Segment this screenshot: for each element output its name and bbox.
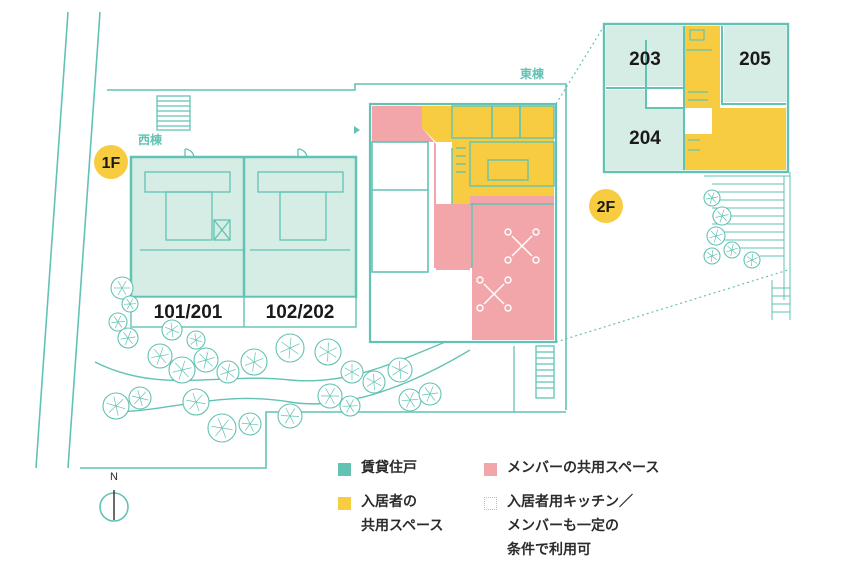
tree [314, 338, 342, 366]
site-boundary [35, 11, 567, 469]
tree [340, 360, 364, 384]
legend-item-resident-common: 入居者の 共用スペース [338, 494, 443, 538]
tree [207, 413, 237, 443]
floor-badge-2f: 2F [589, 189, 623, 223]
floor-badge-2f-text: 2F [597, 199, 616, 216]
legend-swatch-teal [338, 463, 351, 476]
floor-badge-1f: 1F [94, 145, 128, 179]
tree [147, 343, 173, 369]
west-wing [129, 148, 358, 328]
tree [238, 412, 262, 436]
legend-swatch-pink [484, 463, 497, 476]
tree [317, 383, 343, 409]
north-label: N [110, 471, 118, 483]
legend-swatch-dotted [484, 497, 497, 510]
tree [193, 347, 219, 373]
legend-swatch-yellow [338, 497, 351, 510]
east-stairs [513, 345, 555, 412]
unit-label-203: 203 [629, 49, 661, 70]
floor-badge-1f-text: 1F [102, 155, 121, 172]
legend-item-rental: 賃貸住戸 [338, 460, 417, 480]
tree [703, 247, 721, 265]
legend-label-kitchen-2: メンバーも一定の [507, 518, 619, 534]
legend-label-kitchen-1: 入居者用キッチン／ [507, 494, 633, 510]
legend-label-resident-common-1: 入居者の [361, 494, 417, 510]
unit-label-204: 204 [629, 128, 661, 149]
tree [712, 206, 732, 226]
tree [186, 330, 206, 350]
unit-label-102-202: 102/202 [266, 302, 335, 323]
unit-label-205: 205 [739, 49, 771, 70]
tree [418, 382, 442, 406]
legend-label-resident-common-2: 共用スペース [361, 518, 444, 534]
legend-label-rental: 賃貸住戸 [361, 460, 417, 476]
tree [216, 360, 240, 384]
tree [240, 348, 268, 376]
tree [275, 333, 305, 363]
tree [182, 388, 210, 416]
trees [102, 189, 761, 443]
legend-item-member-common: メンバーの共用スペース [484, 460, 659, 480]
east-wing-2f [602, 22, 791, 320]
west-stairs [156, 95, 191, 131]
tree [168, 356, 196, 384]
west-wing-label: 西棟 [138, 132, 163, 147]
east-wing-1f [354, 102, 558, 344]
tree [110, 276, 134, 300]
tree [117, 327, 139, 349]
tree [706, 226, 726, 246]
legend-label-member-common: メンバーの共用スペース [507, 460, 660, 476]
tree [121, 295, 139, 313]
legend-item-kitchen: 入居者用キッチン／ メンバーも一定の 条件で利用可 [484, 494, 633, 562]
tree [277, 403, 303, 429]
legend: 賃貸住戸 メンバーの共用スペース 入居者の 共用スペース 入居者用キッチン／ メ… [338, 452, 758, 562]
legend-label-kitchen-3: 条件で利用可 [507, 542, 591, 558]
east-wing-label: 東棟 [520, 66, 545, 81]
tree [362, 370, 386, 394]
north-compass: N [99, 471, 129, 522]
tree [743, 251, 761, 269]
tree [128, 386, 152, 410]
tree [387, 357, 413, 383]
tree [339, 395, 361, 417]
leader-lines [555, 25, 789, 343]
tree [398, 388, 422, 412]
tree [723, 241, 741, 259]
tree [108, 312, 128, 332]
unit-label-101-201: 101/201 [154, 302, 223, 323]
tree [161, 319, 183, 341]
tree [102, 392, 130, 420]
tree [703, 189, 721, 207]
